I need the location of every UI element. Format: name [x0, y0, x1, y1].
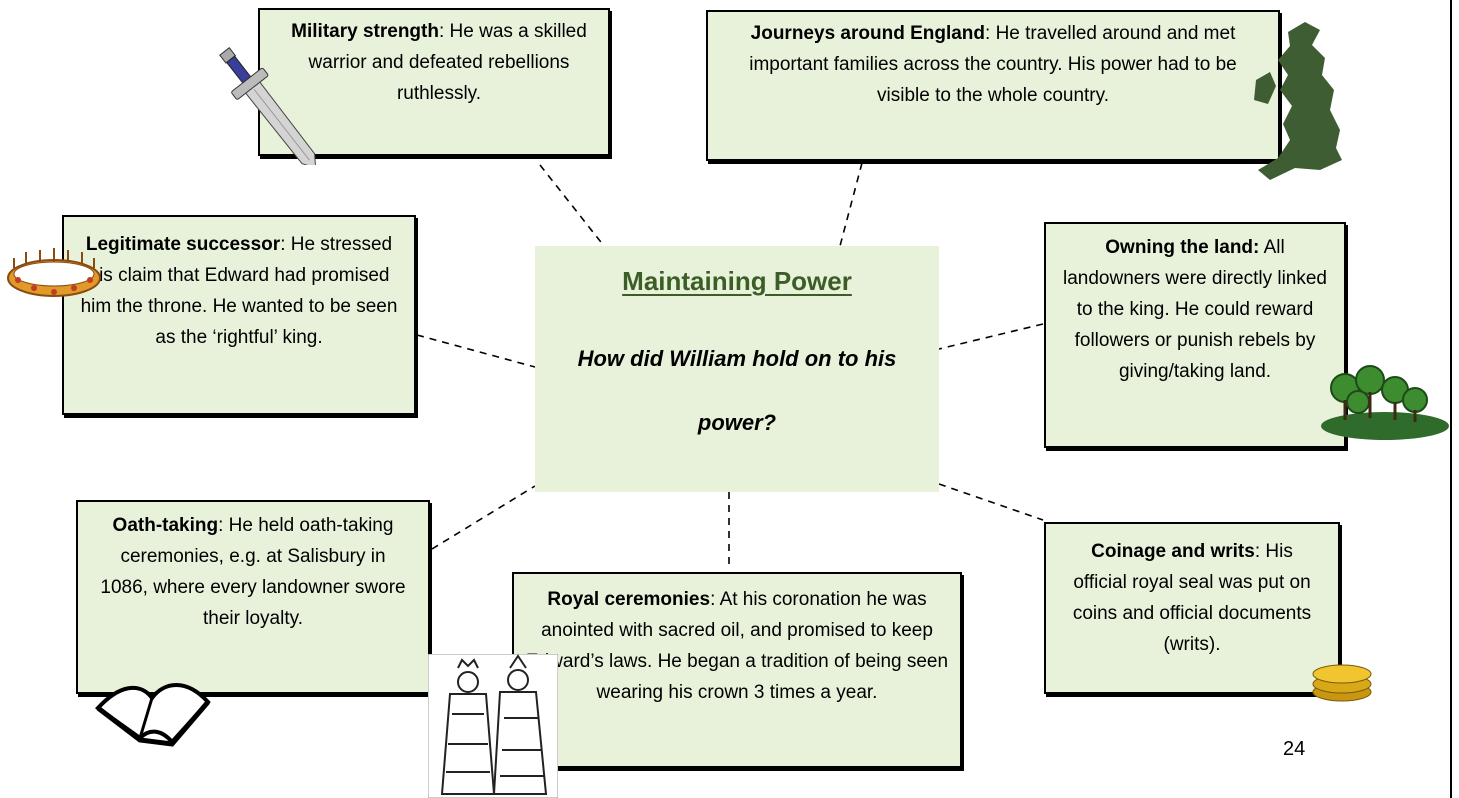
box-military-strength: Military strength: He was a skilled warr…	[258, 8, 610, 156]
box-legitimate-heading: Legitimate successor	[85, 234, 281, 255]
box-journeys: Journeys around England: He travelled ar…	[706, 10, 1280, 161]
box-land-text: All landowners were directly linked to t…	[1062, 237, 1327, 382]
connector-military	[539, 164, 605, 247]
page-number: 24	[1283, 738, 1306, 760]
connector-land	[938, 323, 1044, 350]
box-military-heading: Military strength	[291, 21, 439, 42]
box-oath-text: : He held oath-taking ceremonies, e.g. a…	[100, 515, 406, 629]
connector-legitimate	[416, 334, 536, 368]
box-land-heading: Owning the land:	[1105, 237, 1260, 258]
book-icon	[94, 683, 211, 747]
central-question: How did William hold on to his power?	[577, 346, 897, 435]
box-owning-land: Owning the land: All landowners were dir…	[1044, 222, 1346, 448]
box-coinage-heading: Coinage and writs	[1091, 541, 1255, 562]
box-royal-text: : At his coronation he was anointed with…	[525, 589, 949, 703]
britain-map-icon	[1254, 22, 1342, 180]
box-journeys-text: : He travelled around and met important …	[749, 23, 1237, 106]
sword-icon	[219, 47, 317, 165]
box-coinage-text: : His official royal seal was put on coi…	[1072, 541, 1312, 655]
box-legitimate-text: : He stressed his claim that Edward had …	[80, 234, 398, 348]
box-military-text: : He was a skilled warrior and defeated …	[308, 21, 587, 104]
connector-oath	[431, 485, 536, 550]
box-coinage-writs: Coinage and writs: His official royal se…	[1044, 522, 1340, 694]
central-title: Maintaining Power	[622, 266, 852, 296]
box-oath-taking: Oath-taking: He held oath-taking ceremon…	[76, 500, 430, 694]
page-border-right	[1450, 0, 1452, 798]
connector-journeys	[839, 162, 863, 247]
box-royal-heading: Royal ceremonies	[547, 589, 711, 610]
box-oath-heading: Oath-taking	[112, 515, 219, 536]
gold-coins-icon	[1312, 664, 1372, 702]
kings-engraving-icon	[428, 654, 558, 798]
connector-coinage	[938, 483, 1044, 521]
central-topic: Maintaining Power How did William hold o…	[535, 246, 939, 492]
trees-icon	[1321, 365, 1449, 440]
box-journeys-heading: Journeys around England	[750, 23, 986, 44]
box-legitimate-successor: Legitimate successor: He stressed his cl…	[62, 215, 416, 415]
box-royal-ceremonies: Royal ceremonies: At his coronation he w…	[512, 572, 962, 768]
crown-icon	[7, 248, 101, 297]
